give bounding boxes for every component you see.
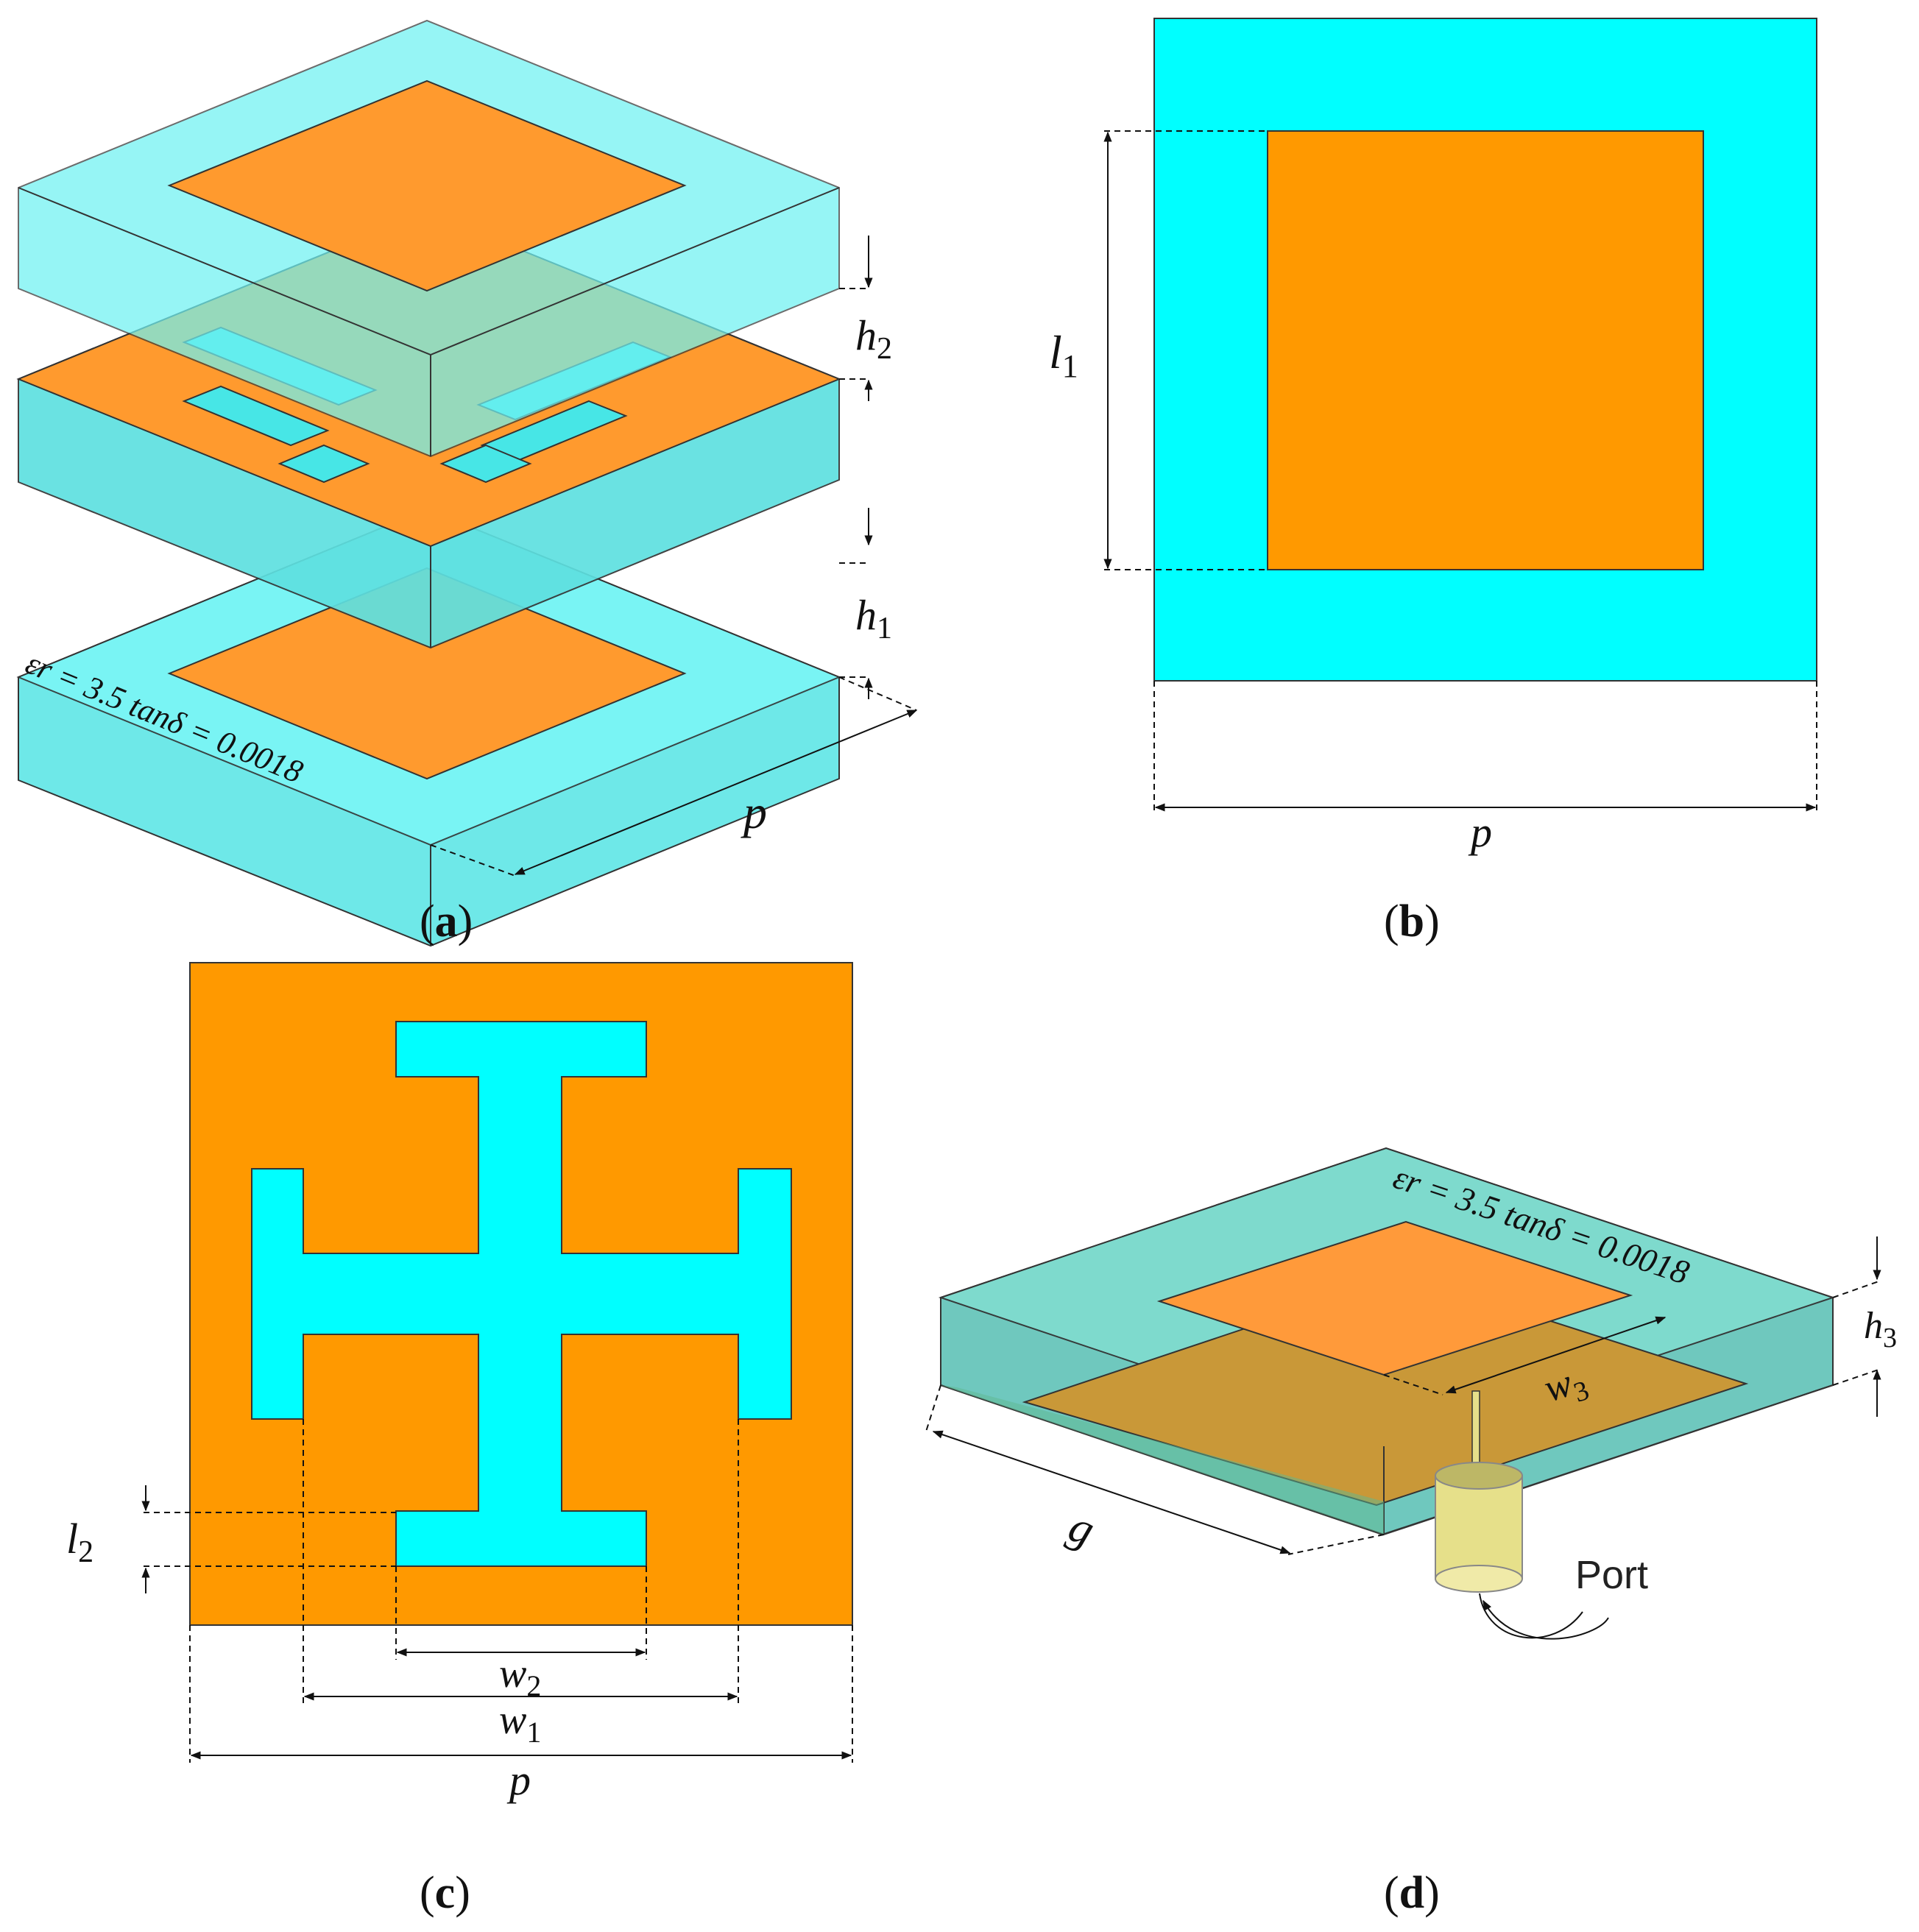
label-h1: h: [855, 591, 877, 639]
square-patch: [1267, 130, 1704, 570]
panel-b: l1 p (b): [1049, 18, 1817, 946]
svg-text:w1: w1: [499, 1697, 541, 1749]
dimension-p-c: p: [189, 1625, 853, 1804]
panel-d: εr = 3.5 tanδ = 0.0018 h3 w3 g Port (d): [925, 1147, 1897, 1918]
svg-text:l1: l1: [1049, 326, 1078, 384]
svg-text:h3: h3: [1864, 1305, 1897, 1354]
label-g: g: [1062, 1501, 1100, 1556]
dimension-l1: l1: [1049, 130, 1268, 570]
feed-probe: [1471, 1390, 1480, 1473]
dimension-w1: w1: [303, 1419, 739, 1749]
radiating-patch: [1156, 1220, 1633, 1376]
caption-c: (c): [420, 1868, 470, 1918]
dimension-h3: h3: [1832, 1236, 1897, 1417]
label-p-c: p: [506, 1756, 531, 1804]
label-w1-sub: 1: [526, 1716, 541, 1749]
panel-a: h2 h1 p εr = 3.5 tanδ = 0.0018 (a): [16, 19, 918, 947]
dimension-l2: l2: [66, 1485, 396, 1593]
label-l1-sub: 1: [1062, 348, 1078, 384]
label-h1-sub: 1: [877, 612, 892, 645]
label-l2: l: [66, 1515, 78, 1563]
caption-a: (a): [420, 896, 473, 946]
label-h3: h: [1864, 1305, 1883, 1347]
label-h2: h: [855, 311, 877, 359]
dimension-p-b: p: [1153, 681, 1817, 856]
label-l1: l: [1049, 326, 1062, 378]
coax-port: [1435, 1462, 1523, 1593]
svg-text:h2: h2: [855, 311, 892, 366]
label-p-a: p: [741, 786, 767, 838]
top-patch: [167, 79, 687, 292]
svg-text:h1: h1: [855, 591, 892, 645]
substrate-slab-top: [18, 19, 840, 458]
svg-text:w2: w2: [499, 1651, 541, 1702]
label-l2-sub: 2: [78, 1535, 93, 1569]
label-w1: w: [499, 1697, 526, 1743]
dimension-h1: h1: [839, 508, 892, 699]
dimension-h2: h2: [839, 236, 892, 401]
panel-c: l2 w2 w1 p (c): [66, 962, 853, 1918]
label-h3-sub: 3: [1883, 1323, 1897, 1354]
label-w2-sub: 2: [526, 1669, 541, 1702]
label-w2: w: [499, 1651, 526, 1696]
caption-b: (b): [1384, 896, 1440, 946]
svg-text:l2: l2: [66, 1515, 93, 1569]
label-port: Port: [1575, 1553, 1648, 1597]
dimension-p-a: p: [430, 676, 918, 877]
caption-d: (d): [1384, 1868, 1440, 1918]
label-h2-sub: 2: [877, 332, 892, 366]
label-p-b: p: [1468, 808, 1492, 856]
port-annotation: Port: [1479, 1553, 1648, 1640]
